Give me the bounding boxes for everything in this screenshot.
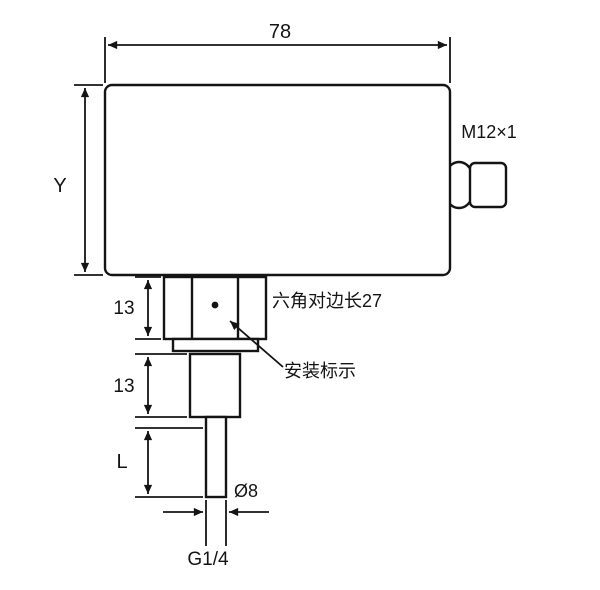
install-mark-label: 安装标示	[284, 361, 356, 381]
connector-plug	[468, 161, 508, 209]
dimension-thread-length: 13	[113, 353, 187, 418]
mount-mark-dot	[211, 301, 219, 309]
connector-thread-label: M12×1	[461, 122, 517, 142]
dimension-label-probe-length: L	[116, 451, 127, 473]
process-thread-label: G1/4	[187, 549, 229, 570]
dimension-label-left-height: Y	[53, 175, 66, 197]
hex-flats-note-label: 六角对边长27	[272, 291, 382, 311]
leader-arrow	[229, 320, 284, 368]
hex-nut	[162, 275, 268, 341]
dimension-top-width: 78	[104, 21, 451, 83]
body-outline	[103, 83, 452, 277]
probe-tube	[204, 415, 228, 499]
dimension-label-top-width: 78	[269, 21, 291, 43]
dimension-probe-diameter: Ø8 G1/4	[163, 481, 269, 570]
dimension-label-hex-height: 13	[113, 298, 134, 319]
collar	[171, 337, 260, 353]
install-mark-callout: 安装标示	[229, 320, 356, 381]
part-geometry	[103, 83, 508, 499]
dimension-label-probe-diameter: Ø8	[234, 481, 258, 501]
dimension-label-thread-length: 13	[113, 376, 134, 397]
dimension-left-height: Y	[53, 84, 103, 276]
dimension-probe-length: L	[116, 427, 203, 498]
dimension-hex-height: 13	[113, 276, 161, 340]
thread-block	[188, 352, 242, 419]
